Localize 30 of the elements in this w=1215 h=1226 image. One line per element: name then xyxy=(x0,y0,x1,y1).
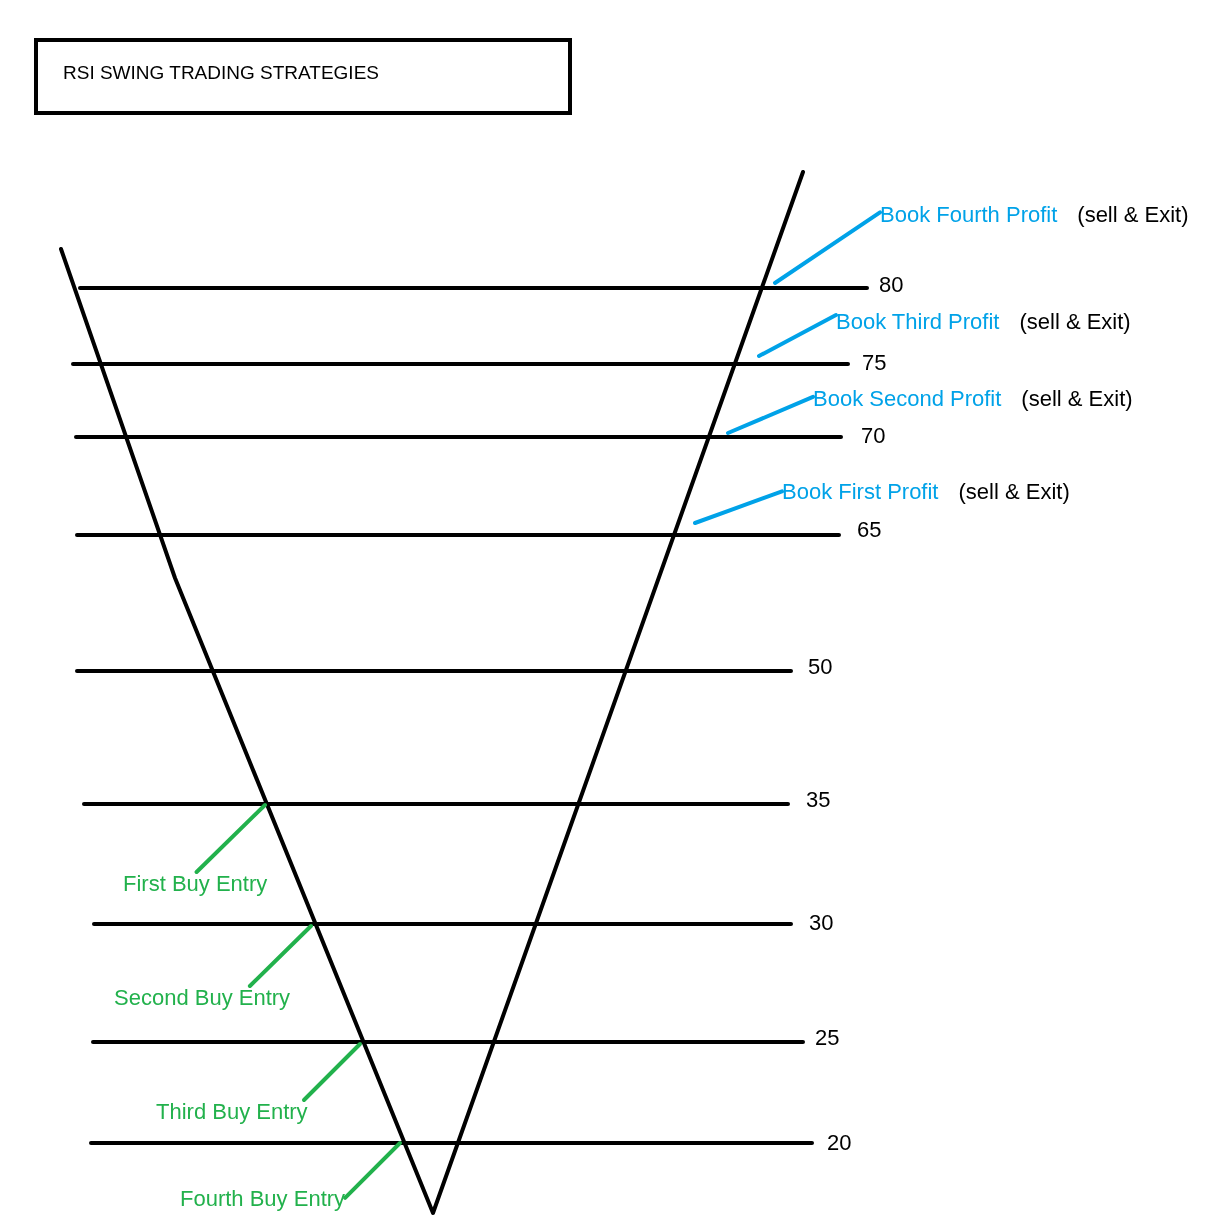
level-label: 30 xyxy=(809,911,834,935)
note-text: (sell & Exit) xyxy=(1019,310,1131,334)
leader-line xyxy=(773,210,882,285)
callout-label: Book Fourth Profit xyxy=(880,203,1058,227)
level-label: 80 xyxy=(879,273,904,297)
level-label: 25 xyxy=(815,1026,840,1050)
callout-label: Book First Profit xyxy=(782,480,939,504)
leader-line xyxy=(693,489,784,525)
note-text: (sell & Exit) xyxy=(1077,203,1189,227)
level-label: 20 xyxy=(827,1131,852,1155)
leader-line xyxy=(194,803,267,874)
note-text: (sell & Exit) xyxy=(1021,387,1133,411)
leader-line xyxy=(343,1141,402,1200)
title-text: RSI SWING TRADING STRATEGIES xyxy=(63,61,379,84)
level-label: 75 xyxy=(862,351,887,375)
level-label: 35 xyxy=(806,788,831,812)
leader-line xyxy=(726,394,815,435)
leader-line xyxy=(247,924,313,988)
callout-label: Book Third Profit xyxy=(836,310,1000,334)
level-label: 70 xyxy=(861,424,886,448)
callout-label: Fourth Buy Entry xyxy=(180,1187,346,1211)
level-label: 65 xyxy=(857,518,882,542)
callout-label: Third Buy Entry xyxy=(156,1100,308,1124)
level-label: 50 xyxy=(808,655,833,679)
callout-label: Second Buy Entry xyxy=(114,986,291,1010)
callout-label: Book Second Profit xyxy=(813,387,1002,411)
leader-line xyxy=(302,1042,362,1102)
callout-label: First Buy Entry xyxy=(123,872,268,896)
leader-line xyxy=(757,313,838,358)
note-text: (sell & Exit) xyxy=(958,480,1070,504)
